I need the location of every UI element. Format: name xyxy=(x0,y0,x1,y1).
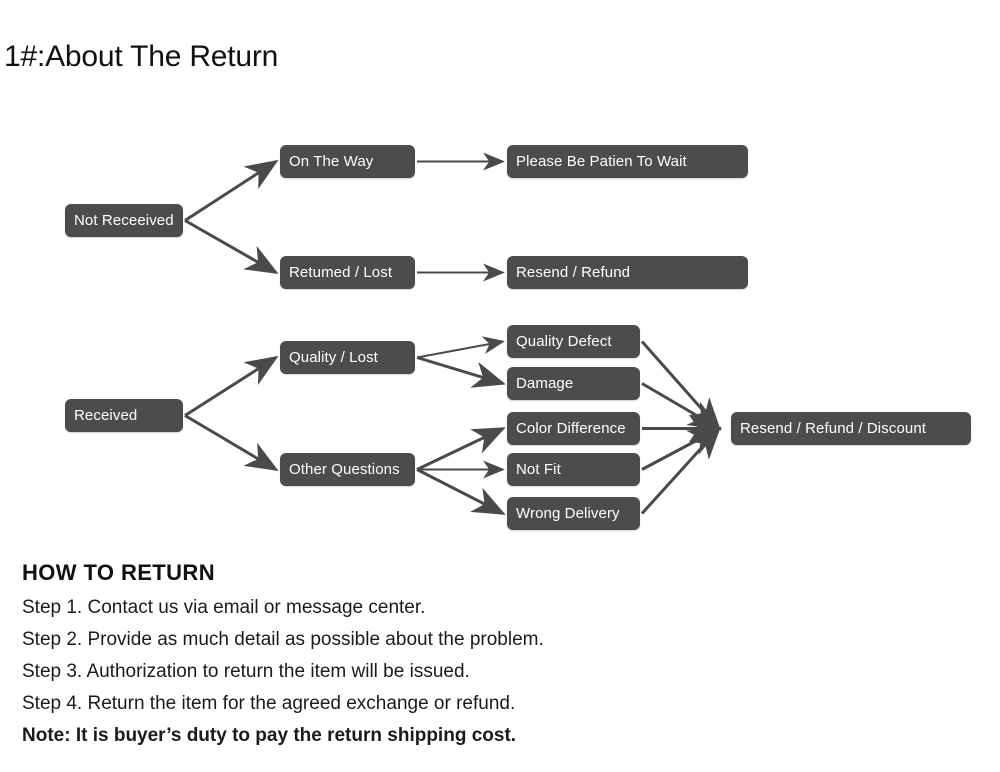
flow-node-quality-lost: Quality / Lost xyxy=(280,341,415,374)
flow-node-other-questions: Other Questions xyxy=(280,453,415,486)
flow-edge-received-to-quality-lost xyxy=(184,355,279,417)
page-title: 1#:About The Return xyxy=(4,40,279,74)
flow-edge-other-questions-to-wrong-delivery xyxy=(416,468,506,515)
flow-edge-quality-lost-to-quality-defect xyxy=(416,336,505,359)
flow-node-returned-lost: Retumed / Lost xyxy=(280,256,415,289)
flow-node-not-fit: Not Fit xyxy=(507,453,640,486)
flow-edge-wrong-delivery-to-resend-refund-discount xyxy=(640,426,722,515)
flow-node-wrong-delivery: Wrong Delivery xyxy=(507,497,640,530)
flow-edge-not-fit-to-resend-refund-discount xyxy=(641,427,722,471)
flow-edge-quality-lost-to-damage xyxy=(416,356,506,388)
flow-node-on-the-way: On The Way xyxy=(280,145,415,178)
flow-node-not-received: Not Receeived xyxy=(65,204,183,237)
return-step-2: Step 2. Provide as much detail as possib… xyxy=(22,629,544,650)
how-to-return-section: HOW TO RETURN Step 1. Contact us via ema… xyxy=(22,560,922,752)
flow-edge-not-received-to-on-the-way xyxy=(184,159,279,222)
flowchart-edges xyxy=(184,152,722,515)
flow-edge-received-to-other-questions xyxy=(184,414,279,472)
flow-node-damage: Damage xyxy=(507,367,640,400)
how-to-return-heading: HOW TO RETURN xyxy=(22,560,216,585)
flow-edge-damage-to-resend-refund-discount xyxy=(641,382,722,431)
return-note: Note: It is buyer’s duty to pay the retu… xyxy=(22,725,517,746)
flow-node-quality-defect: Quality Defect xyxy=(507,325,640,358)
flow-edge-not-received-to-returned-lost xyxy=(184,219,279,274)
return-step-4: Step 4. Return the item for the agreed e… xyxy=(22,693,516,714)
flow-node-color-difference: Color Difference xyxy=(507,412,640,445)
how-to-return-steps: Step 1. Contact us via email or message … xyxy=(22,592,922,720)
return-step-1: Step 1. Contact us via email or message … xyxy=(22,597,426,618)
flow-node-received: Received xyxy=(65,399,183,432)
return-flowchart: Not Receeived On The Way Please Be Patien … xyxy=(65,145,971,530)
flow-edge-quality-defect-to-resend-refund-discount xyxy=(640,340,721,431)
flow-node-resend-refund: Resend / Refund xyxy=(507,256,748,289)
flow-edge-other-questions-to-color-difference xyxy=(416,427,506,471)
flow-node-resend-refund-discount: Resend / Refund / Discount xyxy=(731,412,971,445)
return-step-3: Step 3. Authorization to return the item… xyxy=(22,661,470,682)
flow-node-please-wait: Please Be Patien To Wait xyxy=(507,145,748,178)
